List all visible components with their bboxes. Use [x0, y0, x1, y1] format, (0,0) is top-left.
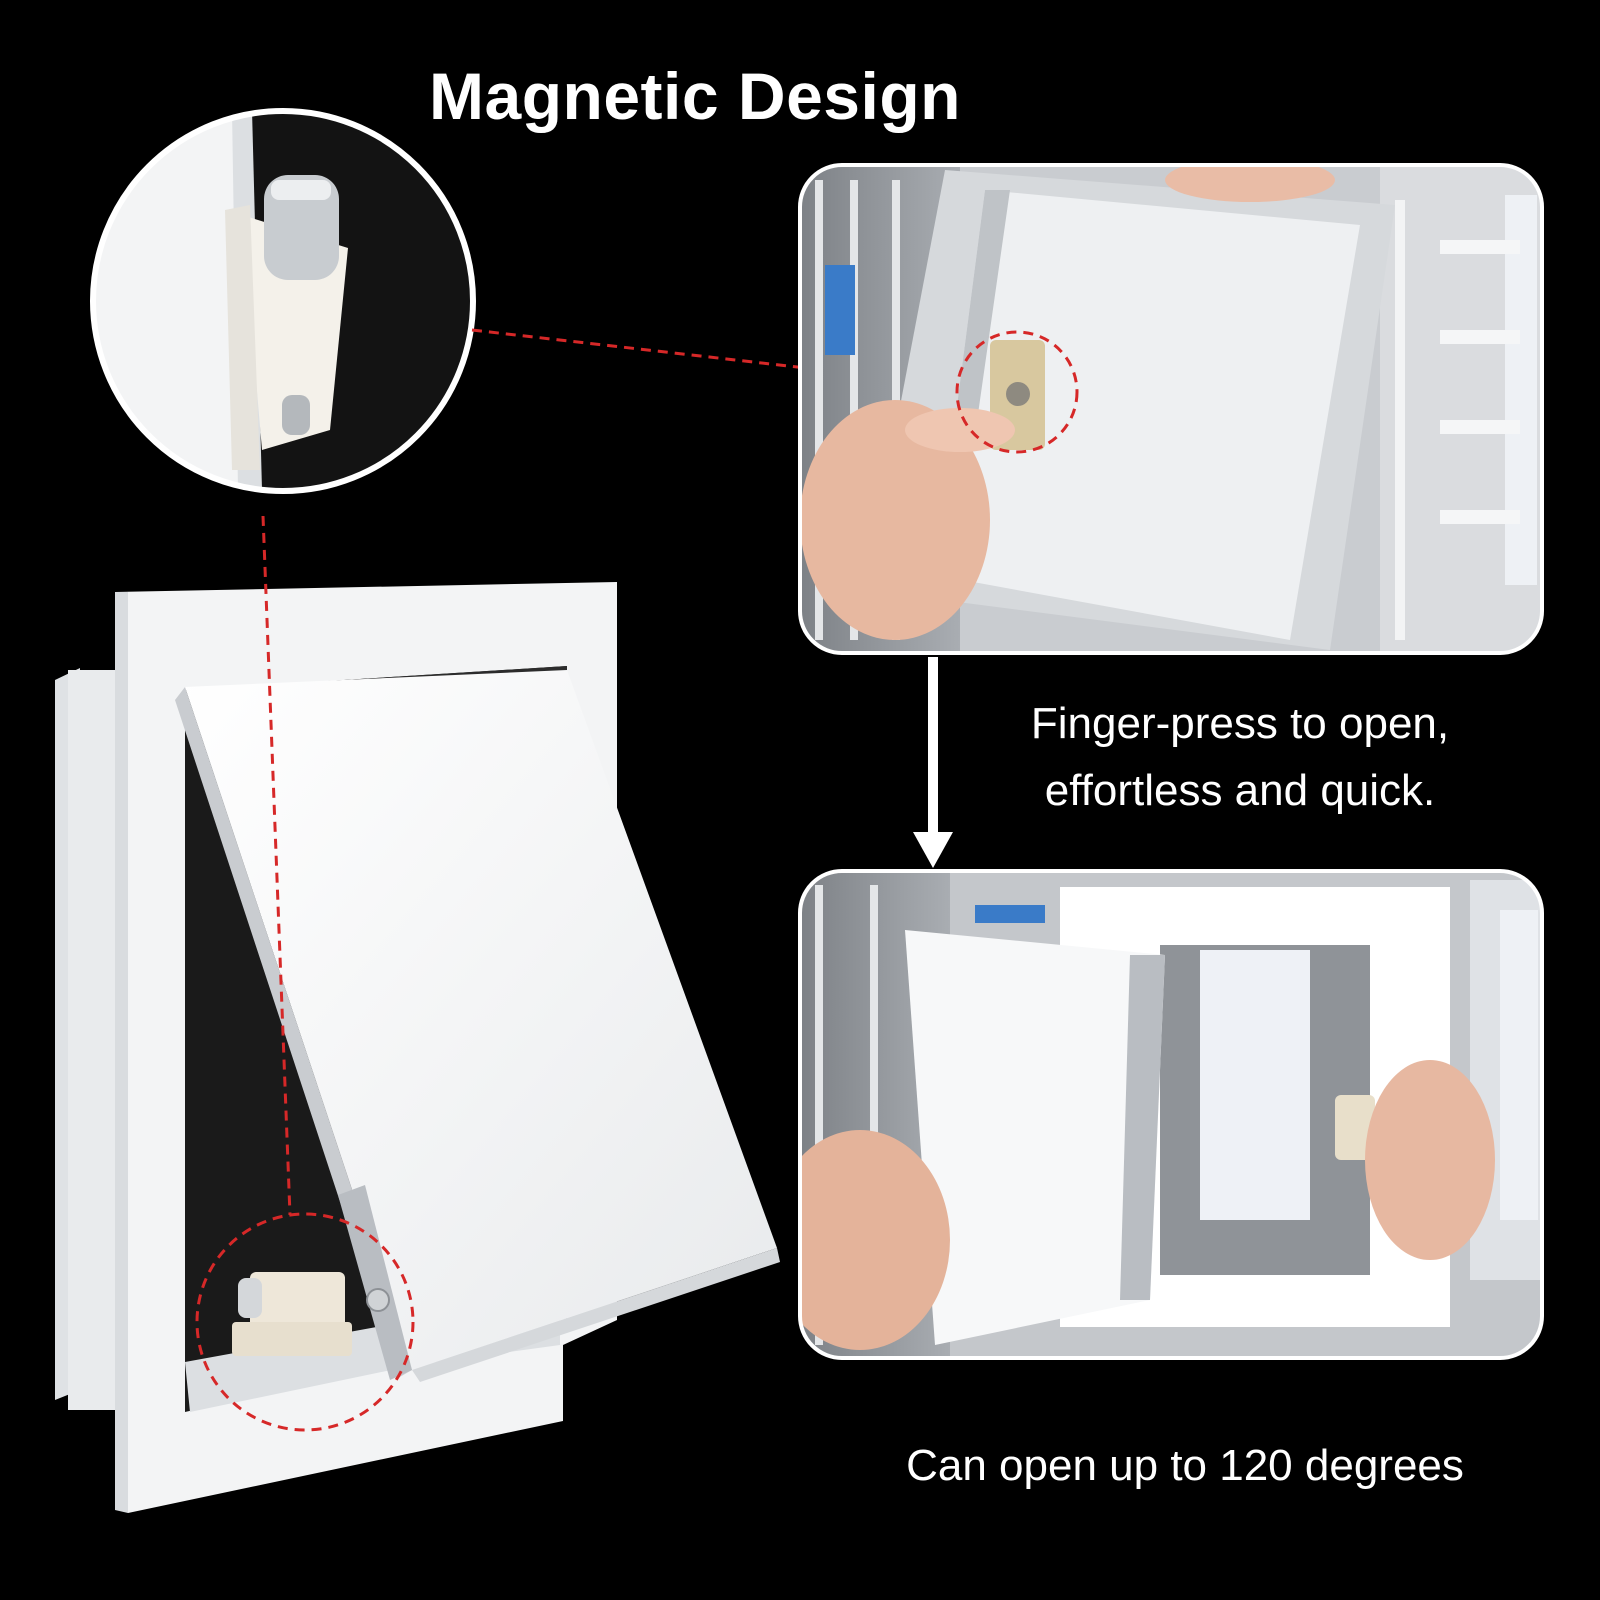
panel-callout — [195, 515, 415, 1432]
access-panel — [55, 582, 780, 1513]
finger-press-line-2: effortless and quick. — [1044, 766, 1436, 815]
magnet-closeup — [90, 108, 476, 494]
open-angle-caption: Can open up to 120 degrees — [906, 1441, 1464, 1490]
down-arrow-icon — [913, 657, 953, 868]
finger-press-line-1: Finger-press to open, — [1030, 699, 1450, 748]
finger-press-caption: Finger-press to open, effortless and qui… — [960, 690, 1520, 824]
open-angle-photo — [798, 869, 1544, 1360]
closeup-connector — [471, 328, 956, 387]
finger-press-photo — [798, 163, 1544, 655]
headline: Magnetic Design — [429, 59, 961, 133]
